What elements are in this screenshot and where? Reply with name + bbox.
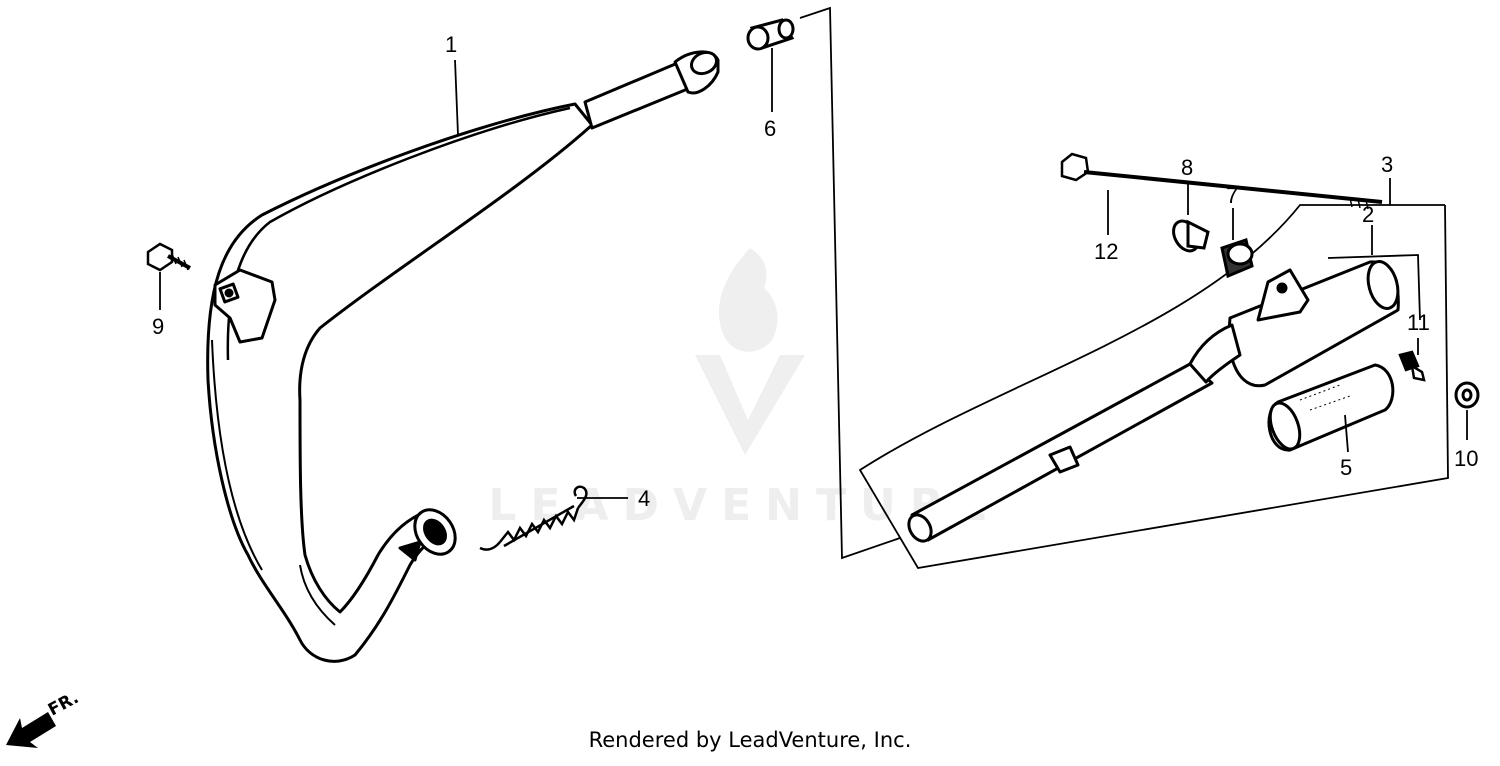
direction-label: FR. xyxy=(45,688,82,720)
flame-logo-icon xyxy=(718,248,778,352)
callout-4[interactable]: 4 xyxy=(638,486,650,511)
part-5-silencer-core xyxy=(1267,363,1395,452)
leader-lines xyxy=(159,48,1468,499)
assembly-bracket-lines xyxy=(799,6,1449,569)
part-1-expansion-chamber xyxy=(206,50,720,663)
callout-5[interactable]: 5 xyxy=(1340,455,1352,480)
callout-1[interactable]: 1 xyxy=(445,32,457,57)
footer-credit: Rendered by LeadVenture, Inc. xyxy=(588,728,912,752)
callout-11[interactable]: 11 xyxy=(1407,310,1430,335)
part-12-long-bolt xyxy=(1060,152,1383,210)
watermark-text: LEADVENTURE xyxy=(488,480,1001,531)
part-9-bolt xyxy=(146,242,191,272)
callout-12[interactable]: 12 xyxy=(1094,239,1118,264)
callout-labels: 1 2 3 4 5 6 7 8 9 10 11 12 xyxy=(152,32,1478,511)
callout-9[interactable]: 9 xyxy=(152,314,164,339)
callout-3[interactable]: 3 xyxy=(1381,152,1393,177)
front-arrow-icon xyxy=(6,712,56,748)
callout-8[interactable]: 8 xyxy=(1181,155,1193,180)
leadventure-watermark: LEADVENTURE xyxy=(488,248,1001,531)
part-6-collar xyxy=(746,18,795,51)
part-10-washer xyxy=(1454,381,1480,409)
part-7-grommet xyxy=(1220,238,1254,279)
part-3-muffler-pipe xyxy=(907,260,1400,543)
part-8-bushing xyxy=(1172,219,1210,253)
part-4-spring xyxy=(479,485,588,551)
callout-2[interactable]: 2 xyxy=(1362,202,1374,227)
callout-10[interactable]: 10 xyxy=(1454,446,1478,471)
callout-6[interactable]: 6 xyxy=(764,116,776,141)
v-logo-icon xyxy=(695,355,805,455)
callout-7[interactable]: 7 xyxy=(1226,183,1238,208)
part-11-small-bolt xyxy=(1398,350,1426,382)
